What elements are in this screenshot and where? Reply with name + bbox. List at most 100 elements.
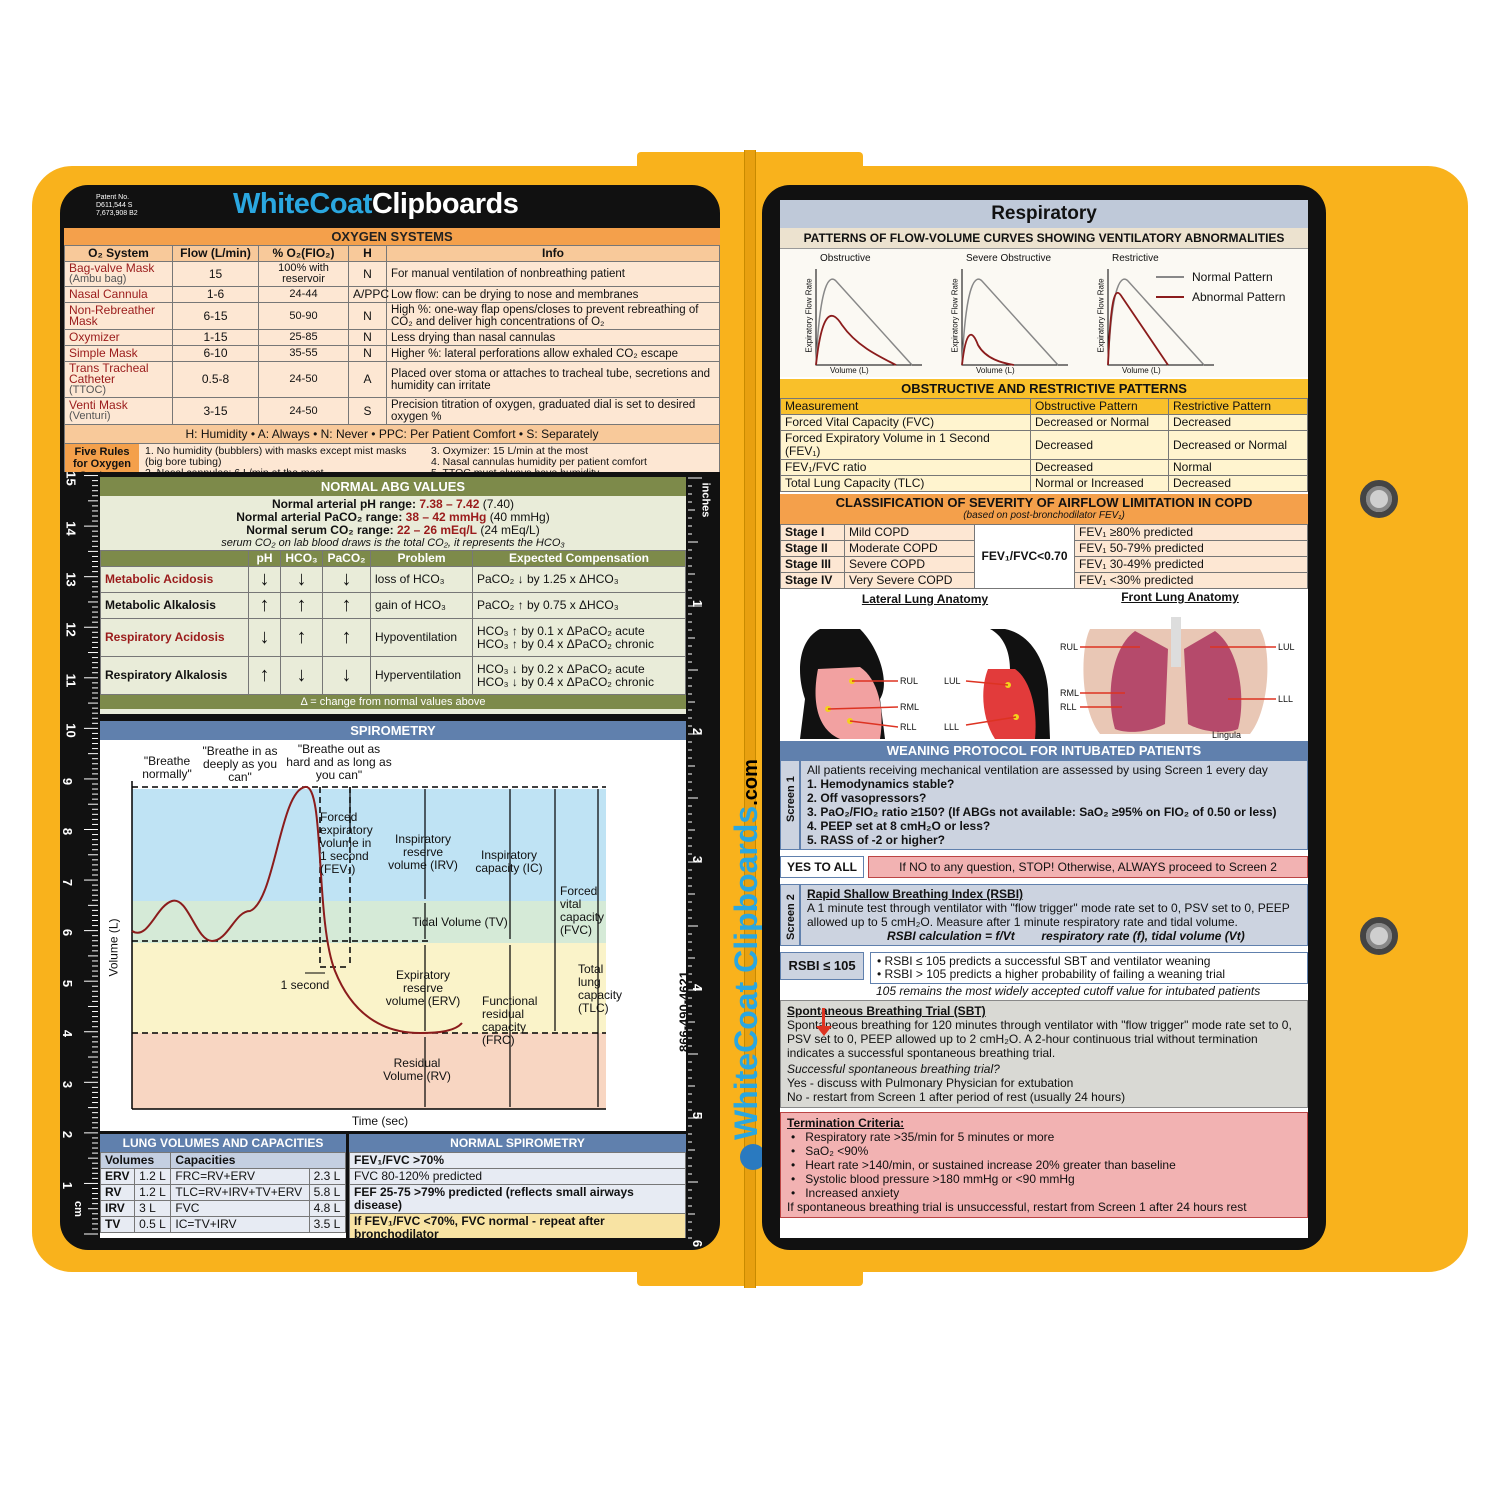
respiratory-title: Respiratory (780, 200, 1308, 228)
abg-disorder-name: Metabolic Acidosis (100, 566, 249, 593)
cm-ruler-ticks (84, 475, 98, 1235)
abg-compensation-line: PaCO₂ ↑ by 0.75 x ΔHCO₃ (477, 598, 619, 612)
oxygen-flow: 3-15 (172, 397, 259, 425)
lung-volume-cell: IC=TV+IRV (170, 1216, 310, 1233)
normal-curve (961, 278, 1059, 366)
legend-label-0: Normal Pattern (1192, 270, 1273, 284)
lung-volumes-title: LUNG VOLUMES AND CAPACITIES (100, 1134, 346, 1152)
copd-fev1: FEV₁ ≥80% predicted (1074, 524, 1308, 541)
abg-ph-arrow-icon: ↑ (248, 656, 281, 695)
oxygen-pct: 24-50 (258, 361, 349, 398)
oxygen-header-4: Info (386, 245, 720, 262)
termination-footer: If spontaneous breathing trial is unsucc… (787, 1200, 1247, 1214)
or-cell: Forced Expiratory Volume in 1 Second (FE… (780, 430, 1031, 460)
abg-hco3-arrow-icon: ↑ (280, 592, 323, 619)
front-lll: LLL (1278, 694, 1294, 704)
lung-volume-cell: FRC=RV+ERV (170, 1168, 310, 1185)
screen1-block: Screen 1 All patients receiving mechanic… (780, 760, 1308, 850)
copd-title: CLASSIFICATION OF SEVERITY OF AIRFLOW LI… (780, 494, 1308, 524)
cm-number-13: 13 (63, 571, 79, 587)
oxygen-system-label: Bag-valve Mask (69, 261, 155, 275)
abg-header-5: Expected Compensation (472, 550, 686, 567)
termination-item: • SaO₂ <90% (791, 1144, 869, 1158)
lateral-lung-title: Lateral Lung Anatomy (861, 592, 989, 606)
or-cell: Decreased (1030, 459, 1169, 476)
normal-spirometry-row: FEF 25-75 >79% predicted (reflects small… (349, 1184, 686, 1214)
copd-severity: Moderate COPD (844, 540, 975, 557)
abg-paco2-arrow-icon: ↓ (322, 656, 371, 695)
termination-item: • Heart rate >140/min, or sustained incr… (791, 1158, 1176, 1172)
abg-disorder-name: Metabolic Alkalosis (100, 592, 249, 619)
screen1-item: 3. PaO₂/FIO₂ ratio ≥150? (If ABGs not av… (807, 805, 1277, 819)
respiratory-sheet: Respiratory PATTERNS OF FLOW-VOLUME CURV… (780, 200, 1308, 1238)
abnormal-curve (815, 315, 897, 366)
oxygen-info: Low flow: can be drying to nose and memb… (386, 286, 720, 303)
termination-item: • Respiratory rate >35/min for 5 minutes… (791, 1130, 1055, 1144)
front-left-lung (1184, 631, 1242, 732)
rsbi-row: RSBI ≤ 105 • RSBI ≤ 105 predicts a succe… (780, 952, 1308, 984)
rsbi-text: A 1 minute test through ventilator with … (807, 901, 1290, 929)
inch-number-3: 3 (690, 855, 706, 864)
or-row: Forced Expiratory Volume in 1 Second (FE… (780, 430, 1308, 460)
oxygen-info: High %: one-way flap opens/closes to pre… (386, 302, 720, 330)
oxygen-rules-left: 1. No humidity (bubblers) with masks exc… (139, 444, 427, 473)
flow-graph-xlabel-2: Volume (L) (1122, 366, 1161, 375)
cm-number-3: 3 (60, 1080, 76, 1088)
abg-disorder-name: Respiratory Acidosis (100, 618, 249, 657)
patent-label: Patent No. D611,544 S 7,673,908 B2 (96, 194, 138, 218)
lung-volume-cell: 2.3 L (308, 1168, 346, 1185)
spirometry-diagram (131, 781, 606, 1110)
abnormal-curve (961, 333, 1015, 366)
oxygen-pct: 50-90 (258, 302, 349, 330)
normal-spirometry-title: NORMAL SPIROMETRY (349, 1134, 686, 1152)
oxygen-pct: 24-44 (258, 286, 349, 303)
oxygen-pct: 35-55 (258, 345, 349, 362)
oxygen-humidity: A (348, 361, 387, 398)
ylabel: Volume (L) (106, 918, 121, 977)
cm-number-1: 1 (60, 1181, 76, 1189)
lung-volume-cell: RV (100, 1184, 136, 1201)
abg-line-label: Normal arterial PaCO₂ range: (236, 510, 406, 524)
oxygen-system-name: Non-Rebreather Mask (64, 302, 173, 330)
abg-compensation: PaCO₂ ↑ by 0.75 x ΔHCO₃ (472, 592, 686, 619)
abg-line-value: 38 – 42 mmHg (405, 510, 487, 524)
screen2-label: Screen 2 (780, 884, 800, 946)
abg-paco2-arrow-icon: ↑ (322, 592, 371, 619)
copd-severity: Very Severe COPD (844, 572, 975, 589)
oxygen-info: Less drying than nasal cannulas (386, 329, 720, 346)
sbt-block: Spontaneous Breathing Trial (SBT) Sponta… (780, 1000, 1308, 1108)
oxygen-flow: 6-10 (172, 345, 259, 362)
cm-number-9: 9 (60, 777, 76, 785)
cm-number-4: 4 (60, 1029, 76, 1038)
or-row: Forced Vital Capacity (FVC)Decreased or … (780, 414, 1308, 431)
abg-line-label: Normal serum CO₂ range: (246, 523, 397, 537)
screen1-label-text: Screen 1 (785, 776, 797, 822)
oxygen-humidity: N (348, 329, 387, 346)
or-cell: FEV₁/FVC ratio (780, 459, 1031, 476)
normal-spirometry-cell: If FEV₁/FVC <70%, FVC normal - repeat af… (349, 1213, 686, 1238)
label-erv: Expiratory reserve volume (ERV) (385, 968, 461, 1008)
copd-severity: Mild COPD (844, 524, 975, 541)
lateral-lung-right (815, 667, 882, 739)
front-rul: RUL (1060, 642, 1079, 652)
clipboard-fold-line (744, 150, 756, 1288)
normal-curve (1107, 278, 1205, 366)
oxygen-system-name: Oxymizer (64, 329, 173, 346)
cm-number-14: 14 (63, 521, 79, 536)
abg-compensation: PaCO₂ ↓ by 1.25 x ΔHCO₃ (472, 566, 686, 593)
rsbi-calc: RSBI calculation = f/Vt respiratory rate… (887, 929, 1245, 943)
